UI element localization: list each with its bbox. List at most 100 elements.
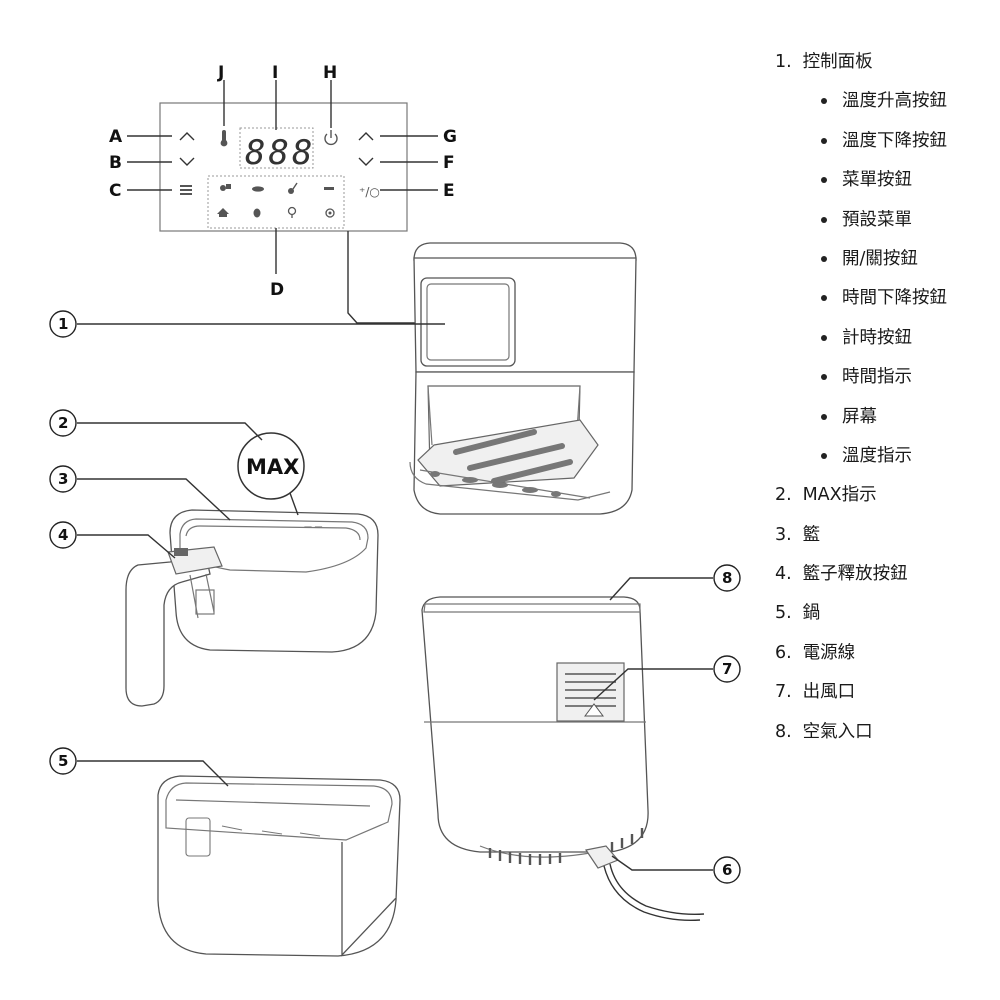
callout-H: H <box>323 63 337 83</box>
legend-number: 7. <box>775 682 792 703</box>
legend-sublabel: 開/關按鈕 <box>842 248 918 269</box>
legend-sublabel: 菜單按鈕 <box>842 170 912 191</box>
legend-item-8: 8. 空氣入口 <box>775 718 995 757</box>
temp-up-chevron-icon <box>179 132 195 141</box>
callout-3: 3 <box>58 470 68 488</box>
max-indicator-bubble: MAX <box>237 432 305 516</box>
bullet-icon <box>821 216 827 223</box>
power-icon <box>324 130 338 146</box>
legend-item-4: 4. 籃子釋放按鈕 <box>775 560 995 599</box>
callout-1: 1 <box>58 315 68 333</box>
legend-subitem: 溫度指示 <box>775 442 995 481</box>
control-panel-detail: 888 <box>109 63 457 300</box>
legend-sublabel: 溫度下降按鈕 <box>842 130 947 151</box>
legend-label: 籃子釋放按鈕 <box>802 564 908 585</box>
pan-drawing <box>157 775 401 957</box>
bullet-icon <box>821 334 827 341</box>
preset-menu-icon <box>253 208 261 218</box>
legend-item-6: 6. 電源線 <box>775 639 995 678</box>
legend-subitem: 時間指示 <box>775 363 995 402</box>
legend-label: 控制面板 <box>802 52 873 72</box>
time-up-chevron-icon <box>358 132 374 141</box>
display-digits: 888 <box>245 133 315 173</box>
preset-menu-icon <box>287 206 297 218</box>
bullet-icon <box>821 137 827 144</box>
bullet-icon <box>821 452 827 459</box>
legend-subitem: 溫度升高按鈕 <box>775 87 995 126</box>
bullet-icon <box>821 374 827 381</box>
legend-label: 空氣入口 <box>802 721 873 742</box>
preset-menu-icon <box>252 186 264 192</box>
preset-menu-icons <box>217 182 335 218</box>
legend-label: 電源線 <box>802 642 856 663</box>
legend-label: 出風口 <box>802 682 856 703</box>
callout-I: I <box>272 63 278 83</box>
legend-sublabel: 時間下降按鈕 <box>842 288 947 309</box>
callout-G: G <box>443 127 457 147</box>
legend-item-2: 2. MAX指示 <box>775 481 995 520</box>
callout-C: C <box>109 181 121 201</box>
legend-sublabel: 溫度升高按鈕 <box>842 91 947 112</box>
svg-text:— —: — — <box>304 522 323 531</box>
preset-menu-icon <box>324 187 334 190</box>
callout-8: 8 <box>722 569 732 587</box>
legend-sublabel: 計時按鈕 <box>842 327 912 348</box>
legend-subitem: 計時按鈕 <box>775 324 995 363</box>
airfryer-back-view <box>421 596 705 922</box>
max-label: MAX <box>246 455 299 479</box>
callout-7: 7 <box>722 660 732 678</box>
callout-J: J <box>217 63 224 83</box>
legend-label: 籃 <box>802 524 821 545</box>
legend-item-5: 5. 鍋 <box>775 599 995 638</box>
legend-item-1: 1. 控制面板 <box>775 48 995 87</box>
legend-subitem: 開/關按鈕 <box>775 245 995 284</box>
legend-subitem: 菜單按鈕 <box>775 166 995 205</box>
callout-D: D <box>270 280 284 300</box>
temp-down-chevron-icon <box>179 157 195 166</box>
bullet-icon <box>821 98 827 105</box>
bullet-icon <box>821 177 827 184</box>
legend-item-3: 3. 籃 <box>775 521 995 560</box>
callout-5: 5 <box>58 752 68 770</box>
thermometer-icon <box>220 130 228 147</box>
legend-sublabel: 預設菜單 <box>842 209 912 230</box>
legend-subitem: 預設菜單 <box>775 206 995 245</box>
callout-E: E <box>443 181 455 201</box>
bullet-icon <box>821 295 827 302</box>
callout-6: 6 <box>722 861 732 879</box>
bullet-icon <box>821 255 827 262</box>
legend-item-7: 7. 出風口 <box>775 678 995 717</box>
number-callouts: 1 2 3 4 5 6 7 8 <box>49 310 741 884</box>
legend-sublabel: 屏幕 <box>842 406 877 427</box>
legend-number: 1. <box>775 52 792 72</box>
legend-number: 4. <box>775 564 792 585</box>
preset-menu-icon <box>220 184 231 191</box>
legend-number: 2. <box>775 485 792 506</box>
callout-B: B <box>109 153 122 173</box>
legend-number: 3. <box>775 524 792 545</box>
callout-F: F <box>443 153 455 173</box>
time-down-chevron-icon <box>358 157 374 166</box>
parts-legend: 1. 控制面板 溫度升高按鈕 溫度下降按鈕 菜單按鈕 預設菜單 開/關按鈕 時間… <box>775 48 995 757</box>
legend-label: MAX指示 <box>802 485 877 506</box>
airfryer-front-view <box>409 242 637 515</box>
legend-subitem: 溫度下降按鈕 <box>775 127 995 166</box>
legend-label: 鍋 <box>802 603 821 624</box>
legend-number: 6. <box>775 642 792 663</box>
legend-subitem: 時間下降按鈕 <box>775 284 995 323</box>
legend-number: 8. <box>775 721 792 742</box>
basket-drawing: — — <box>125 509 379 707</box>
legend-sublabel: 時間指示 <box>842 367 912 388</box>
bullet-icon <box>821 413 827 420</box>
svg-text:⁺/○: ⁺/○ <box>359 185 380 199</box>
timer-icon: ⁺/○ <box>359 185 380 199</box>
preset-menu-icon <box>288 182 298 194</box>
preset-menu-icon <box>325 208 335 218</box>
legend-sublabel: 溫度指示 <box>842 445 912 466</box>
callout-4: 4 <box>58 526 68 544</box>
preset-menu-icon <box>217 208 229 217</box>
panel-connector-line <box>347 231 445 324</box>
callout-2: 2 <box>58 414 68 432</box>
legend-number: 5. <box>775 603 792 624</box>
